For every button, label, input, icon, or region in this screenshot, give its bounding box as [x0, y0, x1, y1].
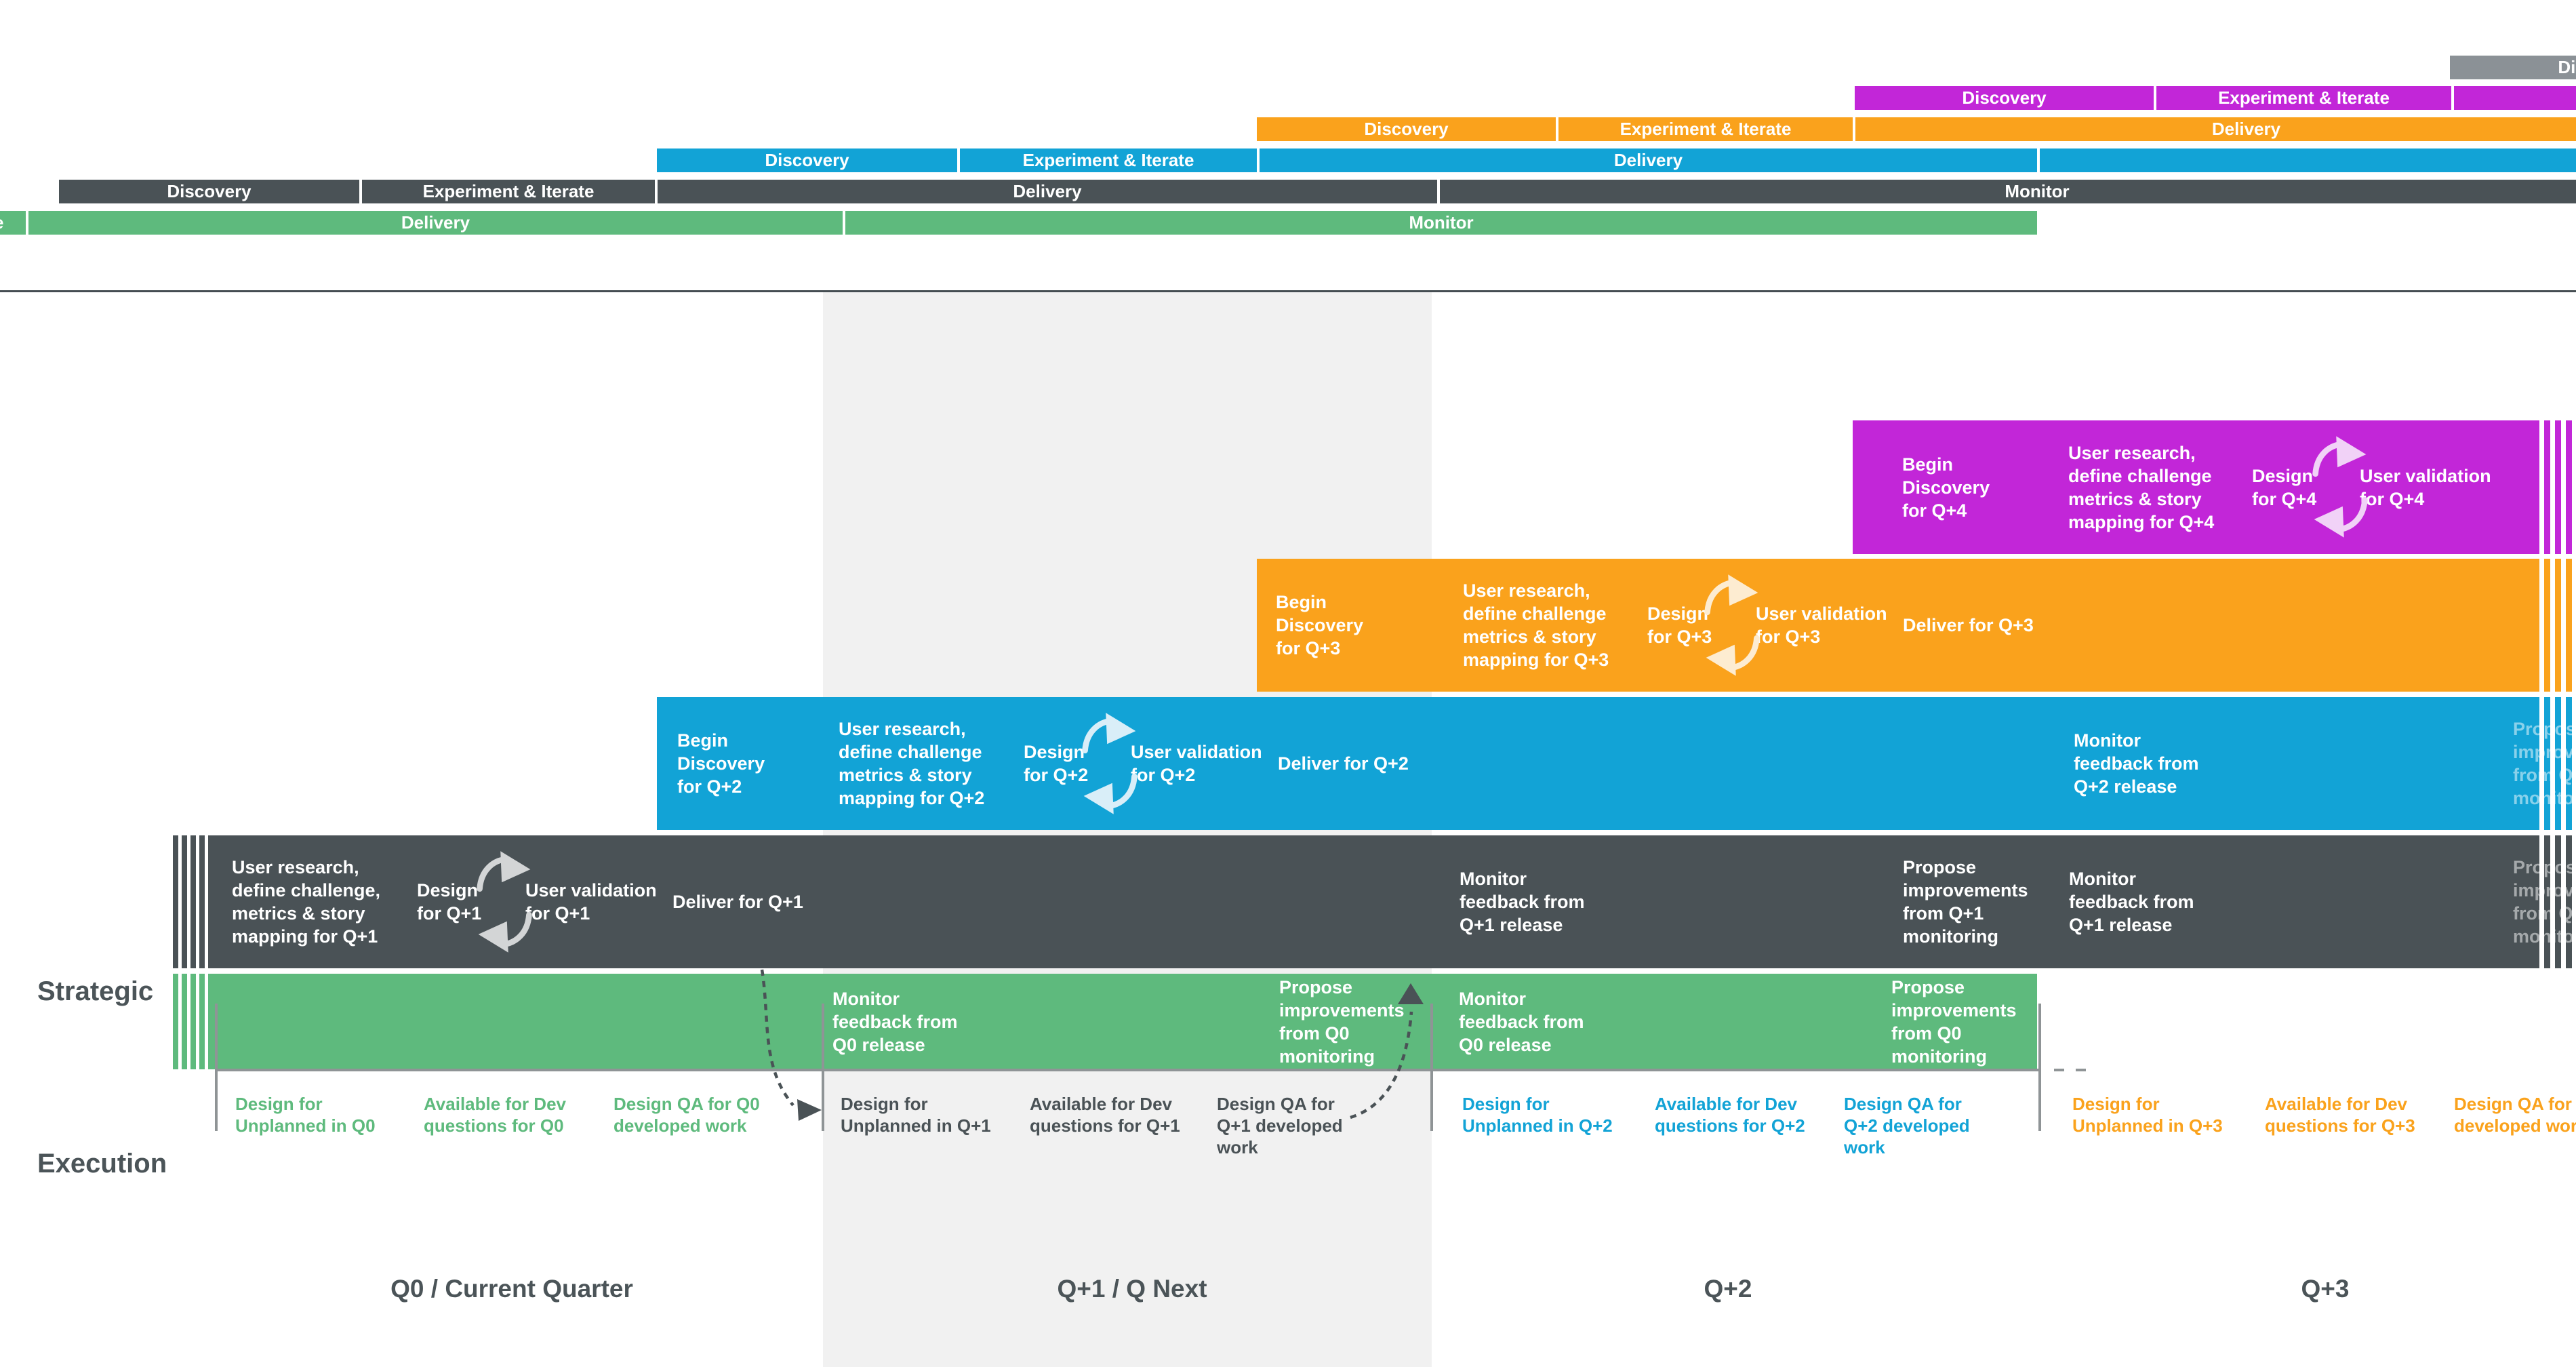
- strategic-bar-q-plus2: [657, 697, 2576, 830]
- execution-q0-item: Design for Unplanned in Q0: [235, 1094, 376, 1136]
- strategic-bar-q0: [169, 974, 2037, 1069]
- strategic-bar-q0-text: Propose improvements from Q0 monitoring: [1279, 976, 1405, 1067]
- cycle-row-q0-segment: Experiment & Iterate: [362, 180, 655, 203]
- strategic-bar-q-plus4-text: Begin Discovery for Q+4: [1902, 454, 1990, 521]
- execution-q3-item: Available for Dev questions for Q+3: [2265, 1094, 2415, 1136]
- execution-q1-item: Available for Dev questions for Q+1: [1030, 1094, 1180, 1136]
- strategic-bar-q-plus3-text: User research, define challenge metrics …: [1463, 580, 1609, 670]
- execution-row-label: Execution: [37, 1149, 167, 1178]
- cycle-row-q0-segment: Delivery: [658, 180, 1437, 203]
- execution-q0-item: Design QA for Q0 developed work: [613, 1094, 760, 1136]
- cycle-row-q-minus1-segment: Monitor: [845, 211, 2037, 235]
- strategic-bar-q-plus2-right-fringe-stripes: [2533, 697, 2576, 830]
- iteration-loop-icon: [1079, 712, 1141, 815]
- strategic-bar-q-plus1-text: Monitor feedback from Q+1 release: [1460, 869, 1585, 935]
- quarter-boundary-line: [1430, 1004, 1433, 1131]
- execution-q3-item: Design QA for Q+3 developed work: [2454, 1094, 2576, 1136]
- iteration-loop-icon: [2309, 435, 2371, 538]
- strategic-bar-q-plus2-text: Design for Q+2: [1024, 742, 1089, 785]
- execution-q0-item: Available for Dev questions for Q0: [424, 1094, 567, 1136]
- cycle-row-q-plus1-segment: Monitor: [2040, 148, 2576, 172]
- quarter-label: Q+2: [1704, 1275, 1752, 1303]
- strategic-bar-q-plus2-text: User validation for Q+2: [1131, 742, 1262, 785]
- execution-top-rule-dash: [2076, 1069, 2086, 1071]
- cycle-row-q-plus1-segment: Delivery: [1260, 148, 2037, 172]
- execution-q1-item: Design QA for Q+1 developed work: [1217, 1094, 1343, 1157]
- strategic-bar-q-plus3-text: Design for Q+3: [1647, 603, 1712, 647]
- strategic-bar-q-plus4-right-fringe-stripes: [2533, 420, 2576, 554]
- strategic-bar-q-plus1: [169, 835, 2576, 968]
- strategic-bar-q-plus1-text: Monitor feedback from Q+1 release: [2069, 869, 2194, 935]
- strategic-bar-q-plus2-text: Deliver for Q+2: [1278, 753, 1409, 774]
- execution-q2-item: Design QA for Q+2 developed work: [1844, 1094, 1970, 1157]
- cycle-row-q-plus1-segment: Discovery: [657, 148, 957, 172]
- execution-q1-item: Design for Unplanned in Q+1: [841, 1094, 991, 1136]
- execution-top-rule: [215, 1069, 2040, 1071]
- cycle-row-q-plus3-segment: Experiment & Iterate: [2156, 86, 2451, 110]
- strategic-bar-q0-left-fringe-stripes: [169, 974, 214, 1069]
- quarter-boundary-line: [822, 1004, 824, 1131]
- cycle-row-q0-segment: Monitor: [1440, 180, 2576, 203]
- strategic-bar-q-plus3-text: Begin Discovery for Q+3: [1276, 592, 1364, 658]
- strategic-row-label: Strategic: [37, 976, 154, 1006]
- quarter-boundary-line: [2038, 1004, 2041, 1131]
- strategic-bar-q-plus4-text: User validation for Q+4: [2360, 465, 2491, 509]
- strategic-bar-q0-text: Propose improvements from Q0 monitoring: [1891, 976, 2017, 1067]
- cycle-row-q-minus1-segment: Experiment & Iterate: [0, 211, 26, 235]
- strategic-bar-q-plus4-text: Design for Q+4: [2252, 465, 2317, 509]
- quarter-boundary-line: [215, 1004, 218, 1131]
- strategic-bar-q-plus1-text: Deliver for Q+1: [672, 892, 803, 912]
- strategic-bar-q0-text: Monitor feedback from Q0 release: [832, 988, 958, 1055]
- cycle-row-q-plus2-segment: Experiment & Iterate: [1558, 117, 1853, 141]
- strategic-bar-q-plus1-text: Design for Q+1: [417, 880, 482, 924]
- execution-q3-item: Design for Unplanned in Q+3: [2072, 1094, 2223, 1136]
- execution-q2-item: Design for Unplanned in Q+2: [1462, 1094, 1613, 1136]
- cycle-row-q-plus4-segment: Discovery: [2450, 56, 2576, 79]
- strategic-bar-q-plus4-text: User research, define challenge metrics …: [2068, 442, 2215, 532]
- cycle-row-q-minus1-segment: Delivery: [28, 211, 843, 235]
- strategic-bar-q-plus2-text: Monitor feedback from Q+2 release: [2074, 730, 2199, 797]
- strategic-bar-q-plus1-text: User research, define challenge, metrics…: [232, 857, 381, 947]
- execution-q2-item: Available for Dev questions for Q+2: [1655, 1094, 1805, 1136]
- iteration-loop-icon: [473, 850, 536, 953]
- strategic-bar-q-plus2-text: User research, define challenge metrics …: [839, 719, 985, 808]
- strategic-bar-q0-text: Monitor feedback from Q0 release: [1459, 988, 1584, 1055]
- iteration-loop-icon: [1701, 574, 1763, 677]
- cycle-row-q-plus2-segment: Discovery: [1257, 117, 1556, 141]
- cycle-row-q0-segment: Discovery: [59, 180, 359, 203]
- cycle-row-q-plus2-segment: Delivery: [1855, 117, 2576, 141]
- strategic-bar-q-plus3-text: User validation for Q+3: [1756, 603, 1887, 647]
- quarter-label: Q0 / Current Quarter: [390, 1275, 633, 1303]
- strategic-bar-q-plus1-text: Propose improvements from Q+1 monitoring: [2513, 857, 2576, 947]
- cycle-row-q-plus3-segment: Delivery: [2454, 86, 2576, 110]
- strategic-bar-q-plus4: [1853, 420, 2576, 554]
- cycle-row-q-plus1-segment: Experiment & Iterate: [960, 148, 1257, 172]
- strategic-bar-q-plus1-left-fringe-stripes: [169, 835, 214, 968]
- strategic-bar-q-plus1-right-fringe-stripes: [2533, 835, 2576, 968]
- strategic-bar-q-plus3-right-fringe-stripes: [2533, 559, 2576, 692]
- strategic-bar-q-plus1-text: User validation for Q+1: [525, 880, 657, 924]
- cycle-row-q-plus3-segment: Discovery: [1855, 86, 2154, 110]
- quarter-label: Q+3: [2301, 1275, 2350, 1303]
- quarter-label: Q+1 / Q Next: [1057, 1275, 1207, 1303]
- header-divider-line: [0, 290, 2576, 292]
- strategic-bar-q-plus3: [1257, 559, 2576, 692]
- strategic-bar-q-plus2-text: Propose improvements from Q+2 monitoring: [2513, 719, 2576, 808]
- strategic-bar-q-plus3-text: Deliver for Q+3: [1903, 615, 2034, 635]
- strategic-bar-q-plus2-text: Begin Discovery for Q+2: [677, 730, 765, 797]
- execution-top-rule-dash: [2054, 1069, 2064, 1071]
- strategic-bar-q-plus1-text: Propose improvements from Q+1 monitoring: [1903, 857, 2028, 947]
